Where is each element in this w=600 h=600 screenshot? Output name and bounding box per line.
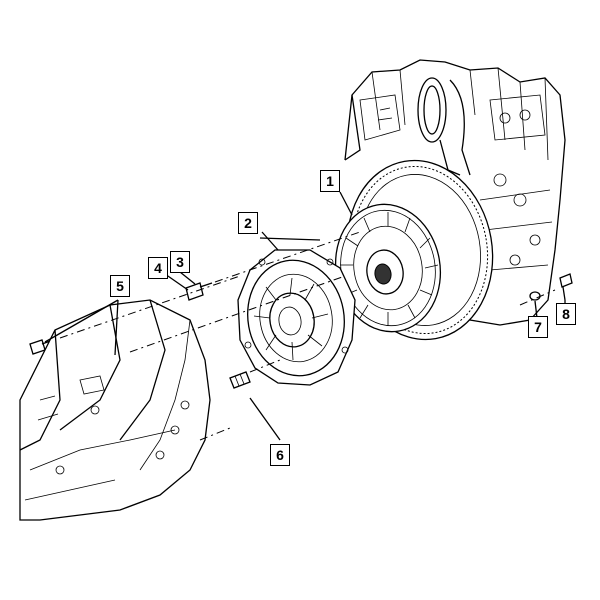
callout-2: 2 [238,212,258,234]
transmission-bellhousing [19,299,211,521]
callout-7: 7 [528,316,548,338]
washer-7 [529,291,541,301]
callout-3: 3 [170,251,190,273]
callout-1: 1 [320,170,340,192]
callout-6: 6 [270,444,290,466]
callout-4: 4 [148,257,168,279]
pilot-bearing [229,371,251,389]
bolt-8 [559,273,573,301]
clutch-disc [334,203,442,333]
callout-5: 5 [110,275,130,297]
callout-8: 8 [556,303,576,325]
pressure-plate [237,249,356,386]
alignment-lines [59,231,556,441]
bolt-3 [185,282,213,301]
